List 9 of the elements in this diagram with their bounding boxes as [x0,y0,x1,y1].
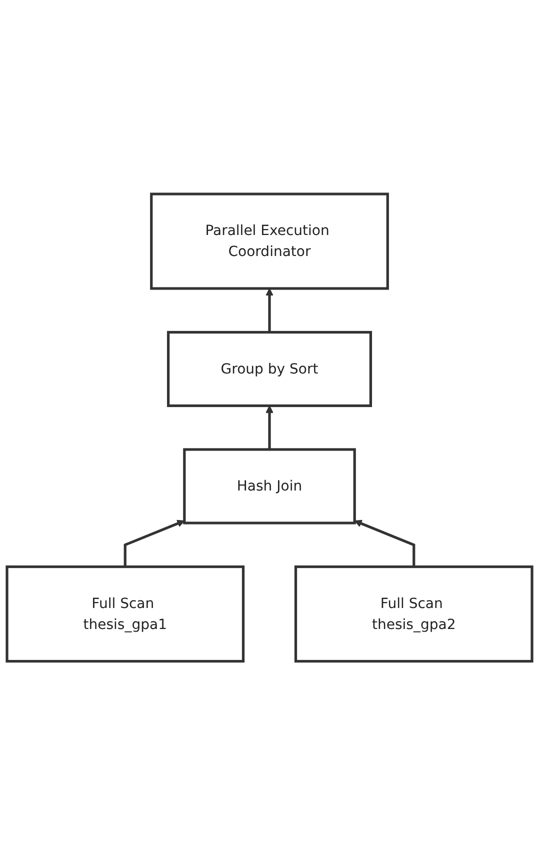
arrow [354,520,416,567]
arrow [266,288,274,332]
node-box: Full Scan thesis_gpa1 [6,565,245,662]
node-box: Group by Sort [166,330,372,407]
arrow [266,405,274,450]
node-box: Parallel Execution Coordinator [150,192,389,290]
node-box: Hash Join [183,448,356,524]
arrow [124,520,185,567]
node-box: Full Scan thesis_gpa2 [294,565,534,662]
